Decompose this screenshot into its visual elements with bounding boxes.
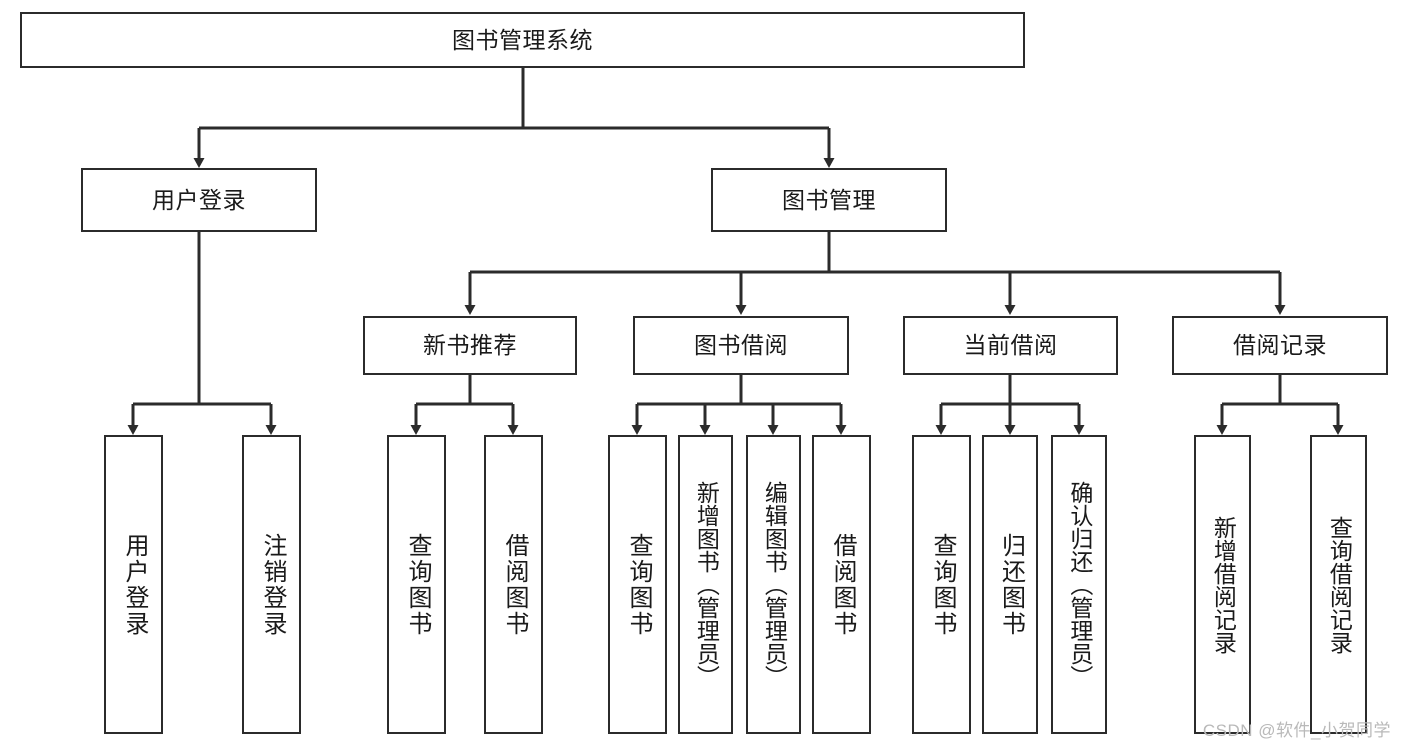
node-label: 归还图书 <box>997 532 1025 637</box>
node-label: 当前借阅 <box>963 332 1058 359</box>
node-label: 查询图书 <box>403 532 431 637</box>
leaf-confirm-return-admin[interactable]: 确认归还（管理员） <box>1051 435 1107 734</box>
node-borrow-record[interactable]: 借阅记录 <box>1172 316 1388 375</box>
node-label: 新增图书（管理员） <box>693 481 720 688</box>
node-label: 查询图书 <box>624 532 652 637</box>
node-label: 借阅图书 <box>500 532 528 637</box>
leaf-add-book-admin[interactable]: 新增图书（管理员） <box>678 435 733 734</box>
node-label: 确认归还（管理员） <box>1066 481 1093 688</box>
leaf-user-login[interactable]: 用户登录 <box>104 435 163 734</box>
leaf-user-logout[interactable]: 注销登录 <box>242 435 301 734</box>
node-book-manage[interactable]: 图书管理 <box>711 168 947 232</box>
leaf-query-book-borrow[interactable]: 查询图书 <box>608 435 667 734</box>
leaf-borrow-book-borrow[interactable]: 借阅图书 <box>812 435 871 734</box>
leaf-borrow-book-new-recommend[interactable]: 借阅图书 <box>484 435 543 734</box>
node-new-book-recommend[interactable]: 新书推荐 <box>363 316 577 375</box>
node-label: 借阅记录 <box>1233 332 1327 359</box>
node-label: 查询借阅记录 <box>1326 515 1353 654</box>
node-root-system[interactable]: 图书管理系统 <box>20 12 1025 68</box>
node-label: 编辑图书（管理员） <box>761 481 788 688</box>
node-label: 借阅图书 <box>828 532 856 637</box>
node-label: 新书推荐 <box>423 332 517 359</box>
node-label: 图书管理 <box>782 186 876 213</box>
leaf-edit-book-admin[interactable]: 编辑图书（管理员） <box>746 435 801 734</box>
node-label: 查询图书 <box>928 532 956 637</box>
node-current-borrow[interactable]: 当前借阅 <box>903 316 1118 375</box>
leaf-add-borrow-record[interactable]: 新增借阅记录 <box>1194 435 1251 734</box>
leaf-query-book-new-recommend[interactable]: 查询图书 <box>387 435 446 734</box>
node-label: 注销登录 <box>258 532 286 637</box>
leaf-query-book-current[interactable]: 查询图书 <box>912 435 971 734</box>
node-label: 用户登录 <box>120 532 148 637</box>
csdn-watermark: CSDN @软件_小贺同学 <box>1202 721 1391 740</box>
node-label: 图书管理系统 <box>452 26 593 53</box>
node-label: 用户登录 <box>152 186 246 213</box>
node-user-login[interactable]: 用户登录 <box>81 168 317 232</box>
node-label: 新增借阅记录 <box>1210 515 1237 654</box>
leaf-return-book[interactable]: 归还图书 <box>982 435 1038 734</box>
leaf-query-borrow-record[interactable]: 查询借阅记录 <box>1310 435 1367 734</box>
node-label: 图书借阅 <box>694 332 788 359</box>
node-book-borrow[interactable]: 图书借阅 <box>633 316 849 375</box>
